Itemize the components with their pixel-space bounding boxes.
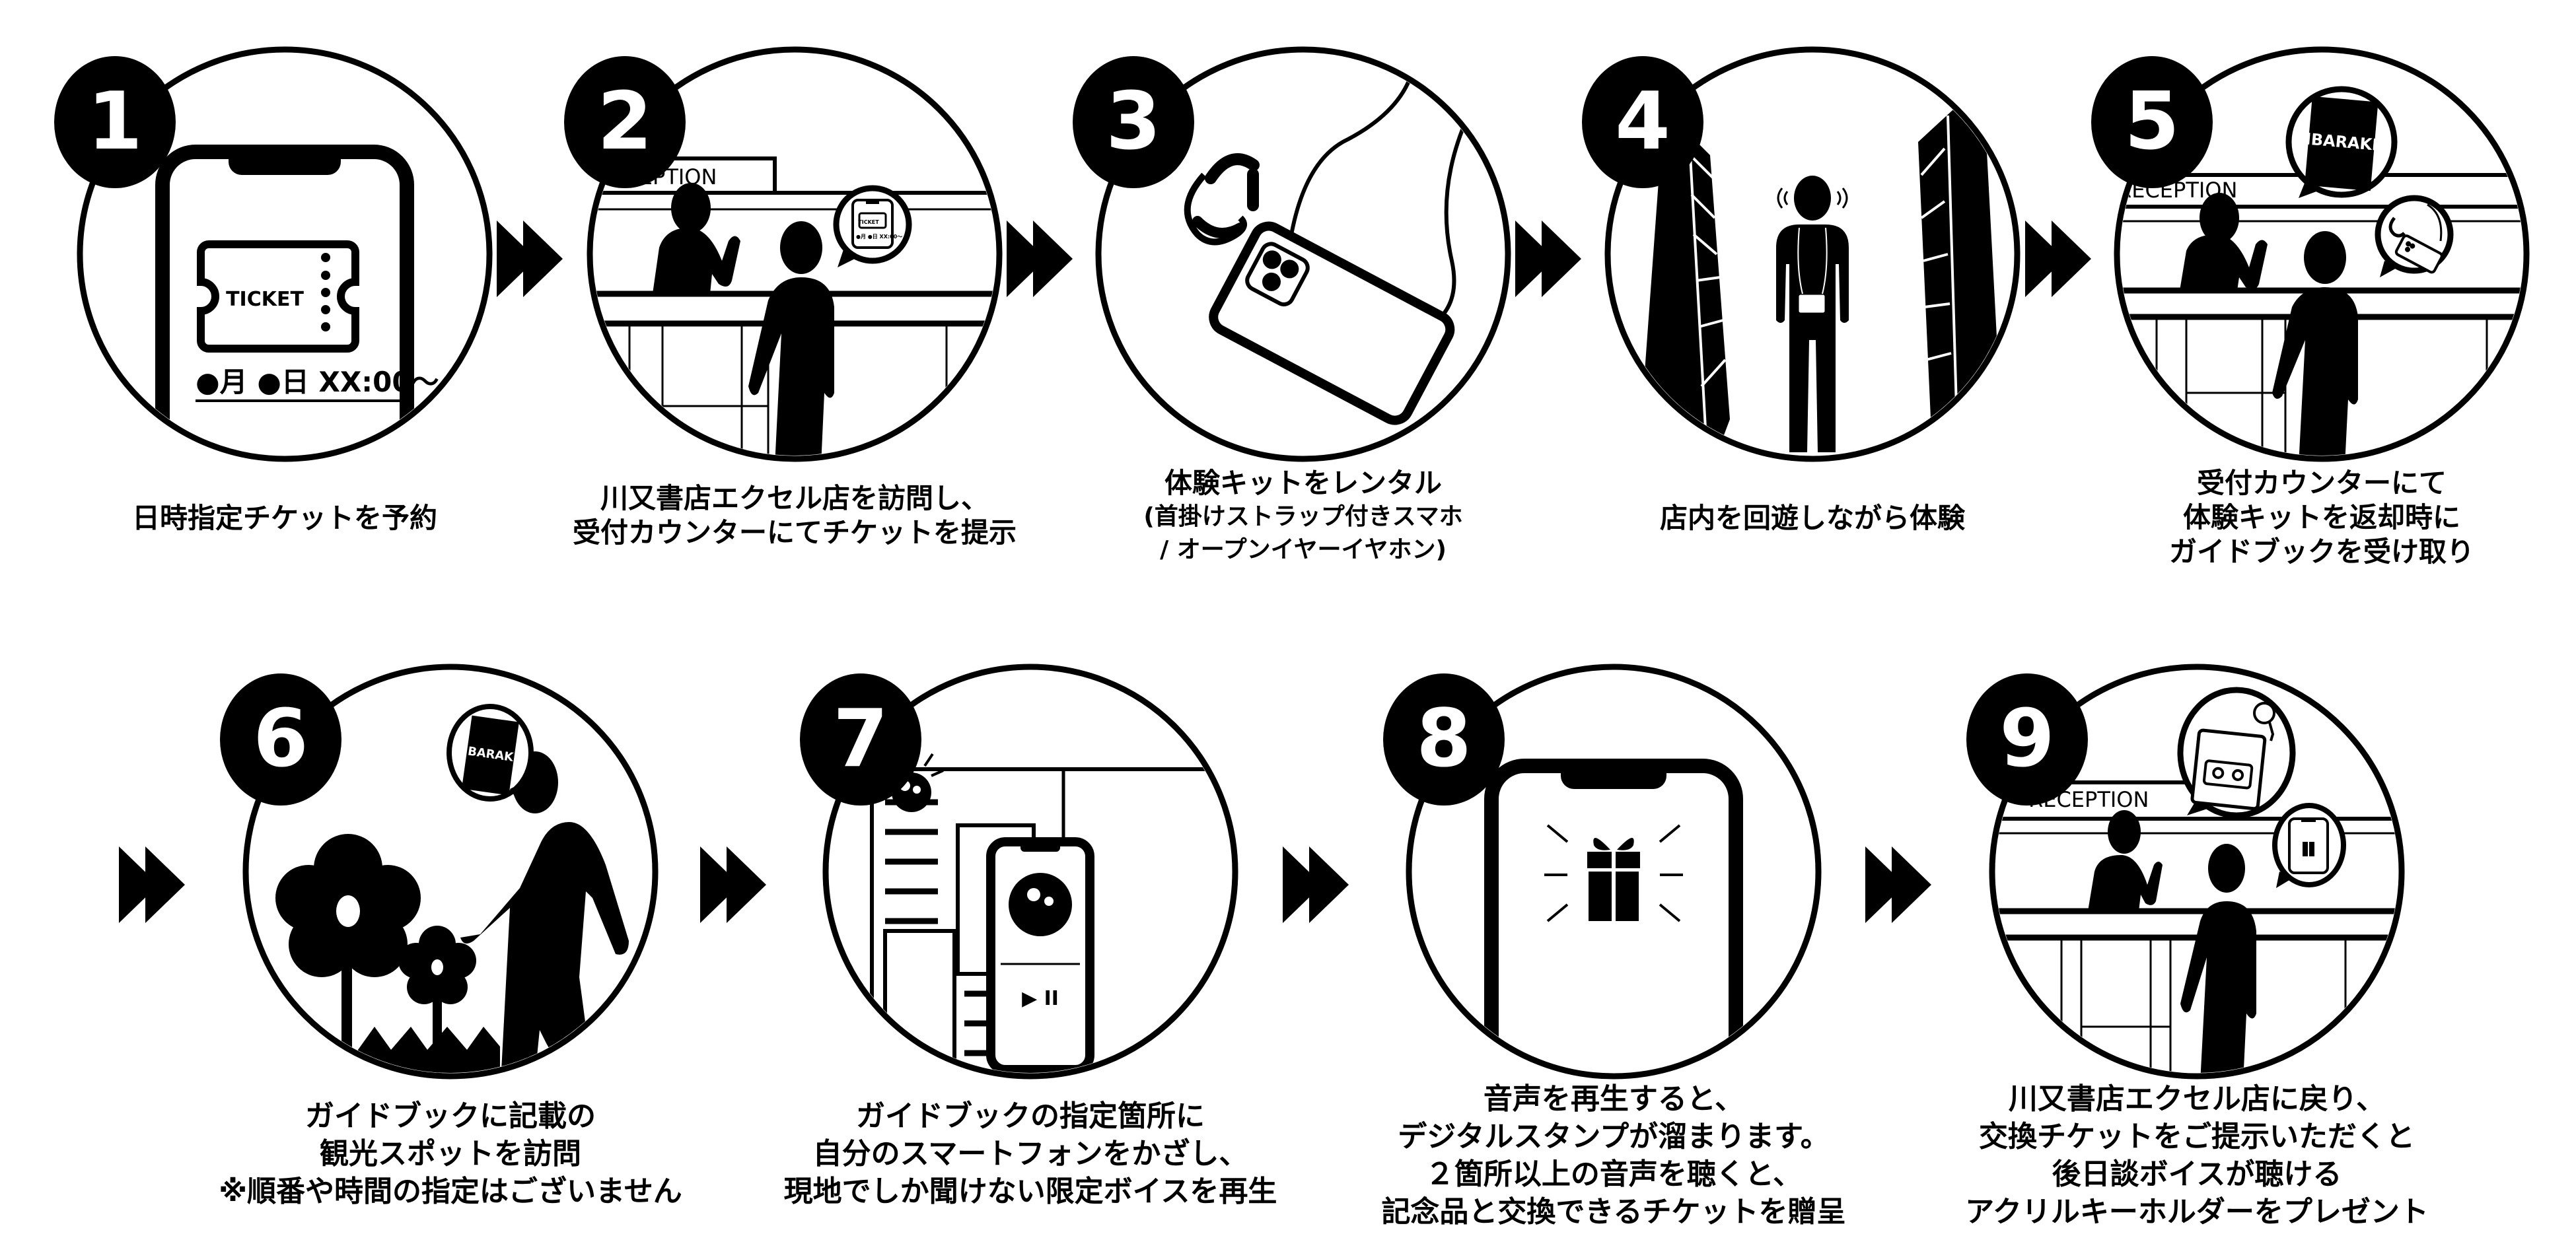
svg-text:3: 3: [1106, 76, 1161, 168]
staff-figure: [2088, 810, 2163, 911]
double-chevron-right-icon: [2025, 221, 2091, 297]
step-number-badge: 6: [220, 673, 341, 806]
chevron-icon: [119, 846, 159, 923]
double-chevron-right-icon: [119, 846, 185, 923]
speech-bubble-keyholder: [2177, 687, 2296, 819]
smartphone-icon: [1484, 759, 1743, 1073]
step-4-caption: 店内を回遊しながら体験: [1659, 502, 1965, 534]
step-7-caption: ガイドブックの指定箇所に 自分のスマートフォンをかざし、 現地でしか聞けない限定…: [783, 1099, 1277, 1208]
svg-text:7: 7: [833, 693, 888, 785]
acrylic-keyholder-icon: [2190, 728, 2267, 811]
step-9-illustration: RECEPTION: [1966, 664, 2405, 1080]
smartphone-icon: [155, 145, 414, 456]
chevron-icon: [1309, 846, 1349, 923]
chevron-icon: [1892, 846, 1931, 923]
step-3-caption: 体験キットをレンタル (首掛けストラップ付きスマホ / オープンイヤーイヤホン): [1143, 467, 1463, 563]
speech-bubble: TICKET ●月 ●日 XX:00～: [833, 185, 912, 267]
chevron-icon: [497, 221, 536, 297]
step-8-caption: 音声を再生すると、 デジタルスタンプが溜まります。 ２箇所以上の音声を聴くと、 …: [1381, 1082, 1846, 1229]
step-7-illustration: ▶ II 7: [800, 664, 1238, 1080]
step-number-badge: 2: [564, 56, 686, 188]
double-chevron-right-icon: [1007, 221, 1073, 297]
double-chevron-right-icon: [1515, 221, 1581, 297]
ticket-icon: TICKET: [197, 240, 359, 353]
svg-text:4: 4: [1615, 76, 1670, 168]
double-chevron-right-icon: [1865, 846, 1931, 923]
step-number-badge: 7: [800, 673, 921, 806]
reservation-date-text: ●月 ●日 XX:00～: [196, 366, 439, 398]
step-number-badge: 3: [1073, 56, 1194, 188]
step-circle: [1989, 664, 2405, 1080]
guidebook-icon: IBARAKI: [2305, 96, 2379, 191]
step-2-illustration: RECEPTION: [564, 46, 1003, 462]
chevron-icon: [727, 846, 766, 923]
chevron-icon: [145, 846, 185, 923]
ticket-label: TICKET: [226, 288, 304, 311]
grass-icon: [358, 1027, 500, 1073]
svg-text:6: 6: [253, 693, 308, 785]
chevron-icon: [2052, 221, 2091, 297]
chevron-icon: [523, 221, 563, 297]
chevron-icon: [2025, 221, 2065, 297]
svg-text:5: 5: [2124, 76, 2180, 168]
chevron-icon: [1515, 221, 1555, 297]
smartphone-audio-player-icon: ▶ II: [986, 837, 1094, 1073]
svg-text:2: 2: [597, 76, 653, 168]
double-chevron-right-icon: [497, 221, 563, 297]
person-with-earphones: [1776, 176, 1849, 452]
visitor-figure: [2180, 844, 2256, 1073]
smartphone-back-icon: [1209, 221, 1455, 425]
step-1-caption: 日時指定チケットを予約: [131, 502, 437, 534]
flower-large-icon: [275, 834, 421, 1073]
step-3-illustration: 3: [1073, 46, 1511, 462]
speech-bubble-guidebook: IBARAKI: [2285, 86, 2398, 198]
speech-bubble-guidebook: IBARAKI: [447, 704, 534, 809]
step-number-badge: 5: [2091, 56, 2213, 188]
open-ear-earphone-icon: [1184, 153, 1260, 246]
svg-text:9: 9: [1999, 693, 2055, 785]
staff-figure: [2180, 193, 2268, 291]
step-number-badge: 9: [1966, 673, 2088, 806]
step-6-caption: ガイドブックに記載の 観光スポットを訪問 ※順番や時間の指定はございません: [219, 1099, 682, 1208]
chevron-icon: [700, 846, 740, 923]
chevron-icon: [1542, 221, 1581, 297]
step-5-caption: 受付カウンターにて 体験キットを返却時に ガイドブックを受け取り: [2168, 467, 2474, 568]
step-4-illustration: 4: [1582, 46, 2021, 462]
play-pause-controls: ▶ II: [1022, 987, 1059, 1010]
chevron-icon: [1865, 846, 1905, 923]
visitor-figure: [2272, 231, 2358, 456]
smartphone-ticket-icon: TICKET ●月 ●日 XX:00～: [851, 199, 902, 249]
speech-bubble-kit: [2375, 195, 2454, 277]
speech-bubble-phone-gift: [2272, 803, 2346, 888]
chevron-icon: [1007, 221, 1046, 297]
chevron-icon: [1283, 846, 1322, 923]
step-8-illustration: 8: [1383, 664, 1822, 1080]
step-number-badge: 1: [54, 56, 176, 188]
arrows: [119, 221, 2091, 923]
gift-icon: [1544, 824, 1683, 922]
svg-text:8: 8: [1416, 693, 1472, 785]
step-number-badge: 4: [1582, 56, 1703, 188]
step-6-illustration: IBARAKI 6: [220, 664, 659, 1080]
double-chevron-right-icon: [1283, 846, 1349, 923]
step-1-illustration: TICKET ●月 ●日 XX:00～ 1: [54, 46, 493, 462]
guidebook-icon: IBARAKI: [461, 715, 519, 796]
double-chevron-right-icon: [700, 846, 766, 923]
visitor-figure: [748, 221, 834, 456]
step-2-caption: 川又書店エクセル店を訪問し、 受付カウンターにてチケットを提示: [572, 482, 1017, 549]
svg-text:TICKET: TICKET: [858, 219, 879, 225]
staff-figure: [653, 183, 740, 294]
step-5-illustration: RECEPTION: [2091, 46, 2530, 462]
bookshelf-left-icon: [1637, 109, 1730, 456]
svg-text:●月 ●日 XX:00～: ●月 ●日 XX:00～: [856, 234, 902, 240]
chevron-icon: [1033, 221, 1073, 297]
step-number-badge: 8: [1383, 673, 1505, 806]
svg-text:1: 1: [87, 76, 143, 168]
neck-phone-icon: [1797, 292, 1827, 315]
step-9-caption: 川又書店エクセル店に戻り、 交換チケットをご提示いただくと 後日談ボイスが聴ける…: [1965, 1082, 2429, 1229]
